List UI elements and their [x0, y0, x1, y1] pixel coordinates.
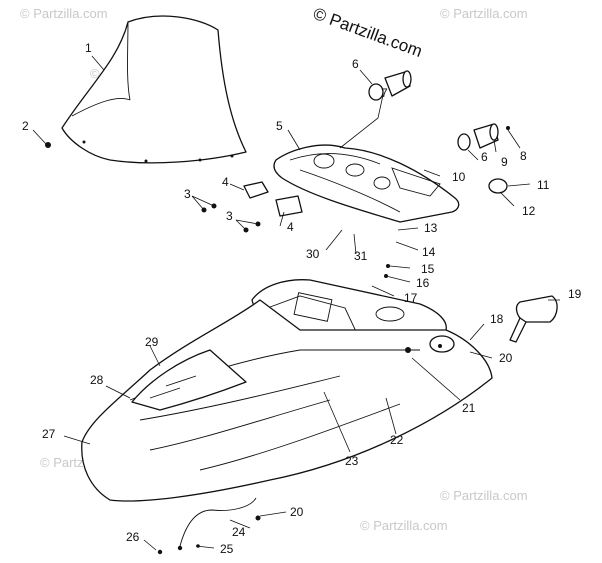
callout-18: 18 — [490, 312, 504, 326]
cable — [157, 497, 257, 555]
indicator-lamp — [488, 178, 508, 194]
callout-21: 21 — [462, 401, 476, 415]
callout-10: 10 — [452, 170, 466, 184]
callouts: 1 2 3 3 4 4 5 6 6 7 8 9 10 11 12 13 14 1… — [22, 41, 582, 556]
callout-3a: 3 — [184, 187, 191, 201]
leader-lines — [32, 55, 560, 551]
callout-25: 25 — [220, 542, 234, 556]
mirror-mount — [429, 335, 455, 353]
callout-7: 7 — [381, 86, 388, 100]
callout-12: 12 — [522, 204, 536, 218]
callout-15: 15 — [421, 262, 435, 276]
screw-2-icon — [45, 142, 51, 148]
callout-29: 29 — [145, 335, 159, 349]
callout-19: 19 — [568, 287, 582, 301]
callout-22: 22 — [390, 433, 404, 447]
callout-28: 28 — [90, 373, 104, 387]
callout-26: 26 — [126, 530, 140, 544]
callout-20a: 20 — [499, 351, 513, 365]
windshield — [61, 15, 247, 164]
callout-14: 14 — [422, 245, 436, 259]
watermark-bottom-right: © Partzilla.com — [440, 488, 528, 503]
callout-31: 31 — [354, 249, 368, 263]
callout-13: 13 — [424, 221, 438, 235]
callout-9: 9 — [501, 155, 508, 169]
callout-17: 17 — [404, 291, 418, 305]
callout-3b: 3 — [226, 209, 233, 223]
callout-4a: 4 — [222, 175, 229, 189]
callout-6b: 6 — [481, 150, 488, 164]
brand-watermark: © Partzilla.com — [311, 4, 425, 61]
seat-panel — [131, 349, 247, 411]
upper-console — [273, 144, 460, 223]
callout-30: 30 — [306, 247, 320, 261]
callout-16: 16 — [416, 276, 430, 290]
callout-20b: 20 — [290, 505, 304, 519]
callout-27: 27 — [42, 427, 56, 441]
watermark-bottom-center: © Partzilla.com — [360, 518, 448, 533]
callout-24: 24 — [232, 525, 246, 539]
callout-23: 23 — [345, 454, 359, 468]
mirror — [509, 295, 558, 343]
watermark-top-right: © Partzilla.com — [440, 6, 528, 21]
callout-4b: 4 — [287, 220, 294, 234]
bracket-4b — [275, 195, 303, 217]
callout-1: 1 — [85, 41, 92, 55]
callout-2: 2 — [22, 119, 29, 133]
callout-5: 5 — [276, 119, 283, 133]
bracket-4a — [243, 181, 269, 199]
gauge-right — [457, 123, 499, 151]
callout-11: 11 — [537, 178, 550, 192]
gauge-upper — [368, 70, 412, 101]
callout-6a: 6 — [352, 57, 359, 71]
hull — [81, 299, 493, 502]
callout-8: 8 — [520, 149, 527, 163]
watermark-top-left: © Partzilla.com — [20, 6, 108, 21]
